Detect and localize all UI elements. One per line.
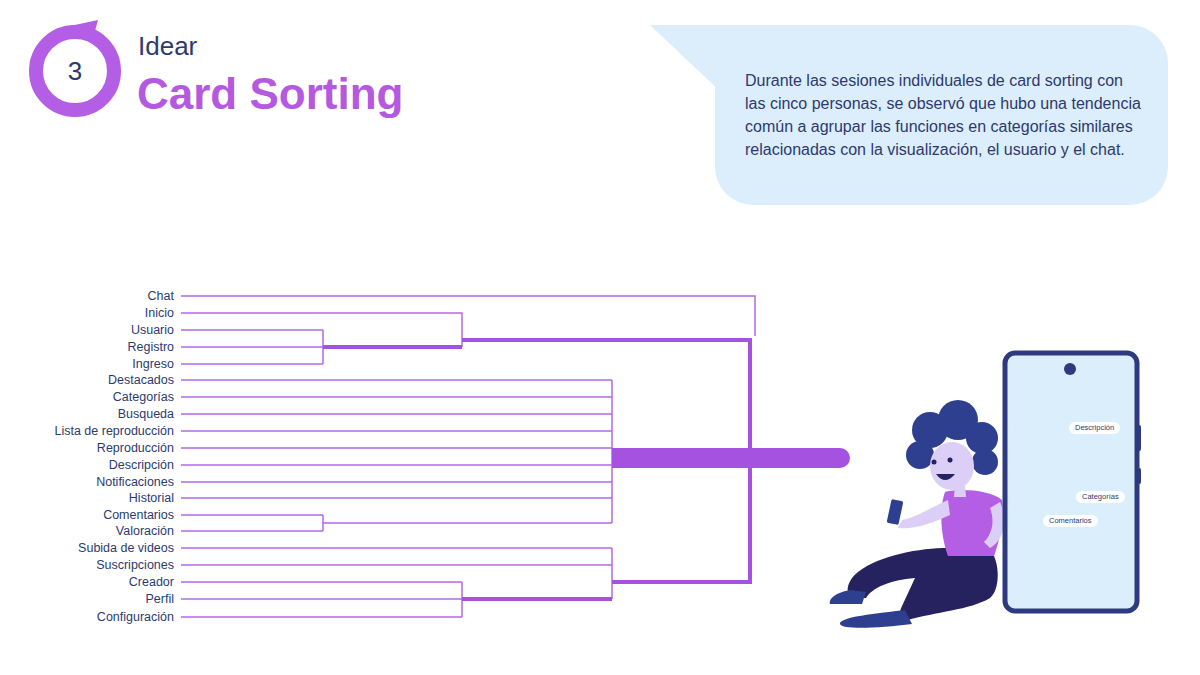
step-badge: 3 — [29, 25, 121, 117]
card-label: Configuración — [97, 609, 174, 625]
branch-line — [181, 548, 612, 599]
root-bar — [612, 448, 850, 468]
card-label: Categorías — [113, 389, 174, 405]
card-label: Suscripciones — [96, 557, 174, 573]
card-label: Lista de reproducción — [54, 423, 174, 439]
bold-branch — [462, 338, 752, 342]
node-text: Durante las sesiones individuales de car… — [745, 69, 1142, 161]
branch-line — [181, 380, 612, 523]
bold-branch — [323, 345, 462, 349]
card-label: Descripción — [109, 457, 174, 473]
node-text: Comentarios — [1049, 516, 1092, 526]
node-text: Descripción — [1075, 423, 1114, 433]
person-eye — [948, 458, 953, 463]
phone-camera — [1064, 363, 1076, 375]
bold-branch — [612, 580, 752, 584]
slide-title: Card Sorting — [137, 68, 403, 120]
node-text: 3 — [68, 56, 82, 87]
person-hair — [966, 422, 998, 454]
person-hair — [972, 449, 998, 475]
card-label: Creador — [129, 574, 174, 590]
branch-line — [181, 515, 612, 531]
person-legs — [848, 548, 998, 620]
person-phone — [887, 499, 904, 525]
section-label: Idear — [138, 30, 197, 62]
person-hair — [906, 441, 934, 469]
card-label: Historial — [129, 490, 174, 506]
card-label: Registro — [127, 339, 174, 355]
person-eye — [932, 460, 937, 465]
card-label: Chat — [148, 288, 174, 304]
note-bubble: Durante las sesiones individuales de car… — [715, 25, 1168, 205]
card-label: Subida de videos — [78, 540, 174, 556]
screen-pill: Categorías — [1076, 491, 1125, 503]
person-arm — [984, 502, 1004, 548]
screen-pill: Comentarios — [1043, 515, 1098, 527]
phone-body — [1005, 353, 1137, 611]
person-face — [930, 442, 974, 490]
card-label: Valoración — [116, 523, 174, 539]
card-label: Destacados — [108, 372, 174, 388]
person-arm — [898, 500, 950, 528]
card-label: Comentarios — [103, 507, 174, 523]
card-label: Busqueda — [118, 406, 174, 422]
screen-pill: Descripción — [1069, 422, 1120, 434]
card-label: Perfil — [146, 591, 174, 607]
person-shoe — [840, 610, 912, 628]
person-mouth — [936, 474, 955, 480]
card-label: Inicio — [145, 305, 174, 321]
branch-line — [181, 582, 462, 617]
card-label: Ingreso — [132, 356, 174, 372]
dendrogram-bold — [323, 338, 752, 599]
phone-illustration — [1005, 353, 1141, 611]
branch-line — [181, 330, 323, 364]
person-illustration — [830, 400, 1005, 628]
card-label: Reproducción — [97, 440, 174, 456]
node-text: Categorías — [1082, 492, 1119, 502]
bold-branch — [462, 597, 612, 601]
person-shoe — [830, 590, 866, 604]
card-label: Usuario — [131, 322, 174, 338]
card-label: Notificaciones — [96, 474, 174, 490]
